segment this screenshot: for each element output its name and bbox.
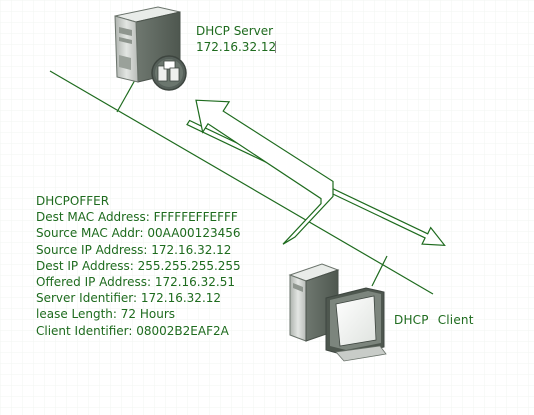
offer-title: DHCPOFFER <box>36 194 110 208</box>
offer-dest-ip: Dest IP Address: 255.255.255.255 <box>36 258 241 273</box>
offer-offered-ip: Offered IP Address: 172.16.32.51 <box>36 275 235 290</box>
desktop-computer-icon <box>288 263 387 362</box>
offer-source-ip: Source IP Address: 172.16.32.12 <box>36 242 232 257</box>
server-ip-label: 172.16.32.12 <box>196 40 277 54</box>
request-arrow-to-server <box>195 99 334 245</box>
network-backbone-line <box>49 70 434 295</box>
client-label: DHCP Client <box>394 313 474 328</box>
offer-lease-length: lease Length: 72 Hours <box>36 307 176 322</box>
offer-source-mac: Source MAC Addr: 00AA00123456 <box>36 226 241 241</box>
text-cursor <box>275 41 276 53</box>
offer-dest-mac: Dest MAC Address: FFFFFEFFEFFF <box>36 210 238 225</box>
network-badge-icon <box>151 55 187 91</box>
server-label: DHCP Server <box>196 24 274 38</box>
offer-server-identifier: Server Identifier: 172.16.32.12 <box>36 291 222 306</box>
offer-client-identifier: Client Identifier: 08002B2EAF2A <box>36 323 229 338</box>
client-drop-line <box>371 255 388 287</box>
server-drop-line <box>116 79 136 113</box>
client-label-word1: DHCP <box>394 313 429 327</box>
client-label-word2: Client <box>437 313 474 327</box>
dhcpoffer-details: DHCPOFFER Dest MAC Address: FFFFFEFFEFFF… <box>36 193 241 339</box>
